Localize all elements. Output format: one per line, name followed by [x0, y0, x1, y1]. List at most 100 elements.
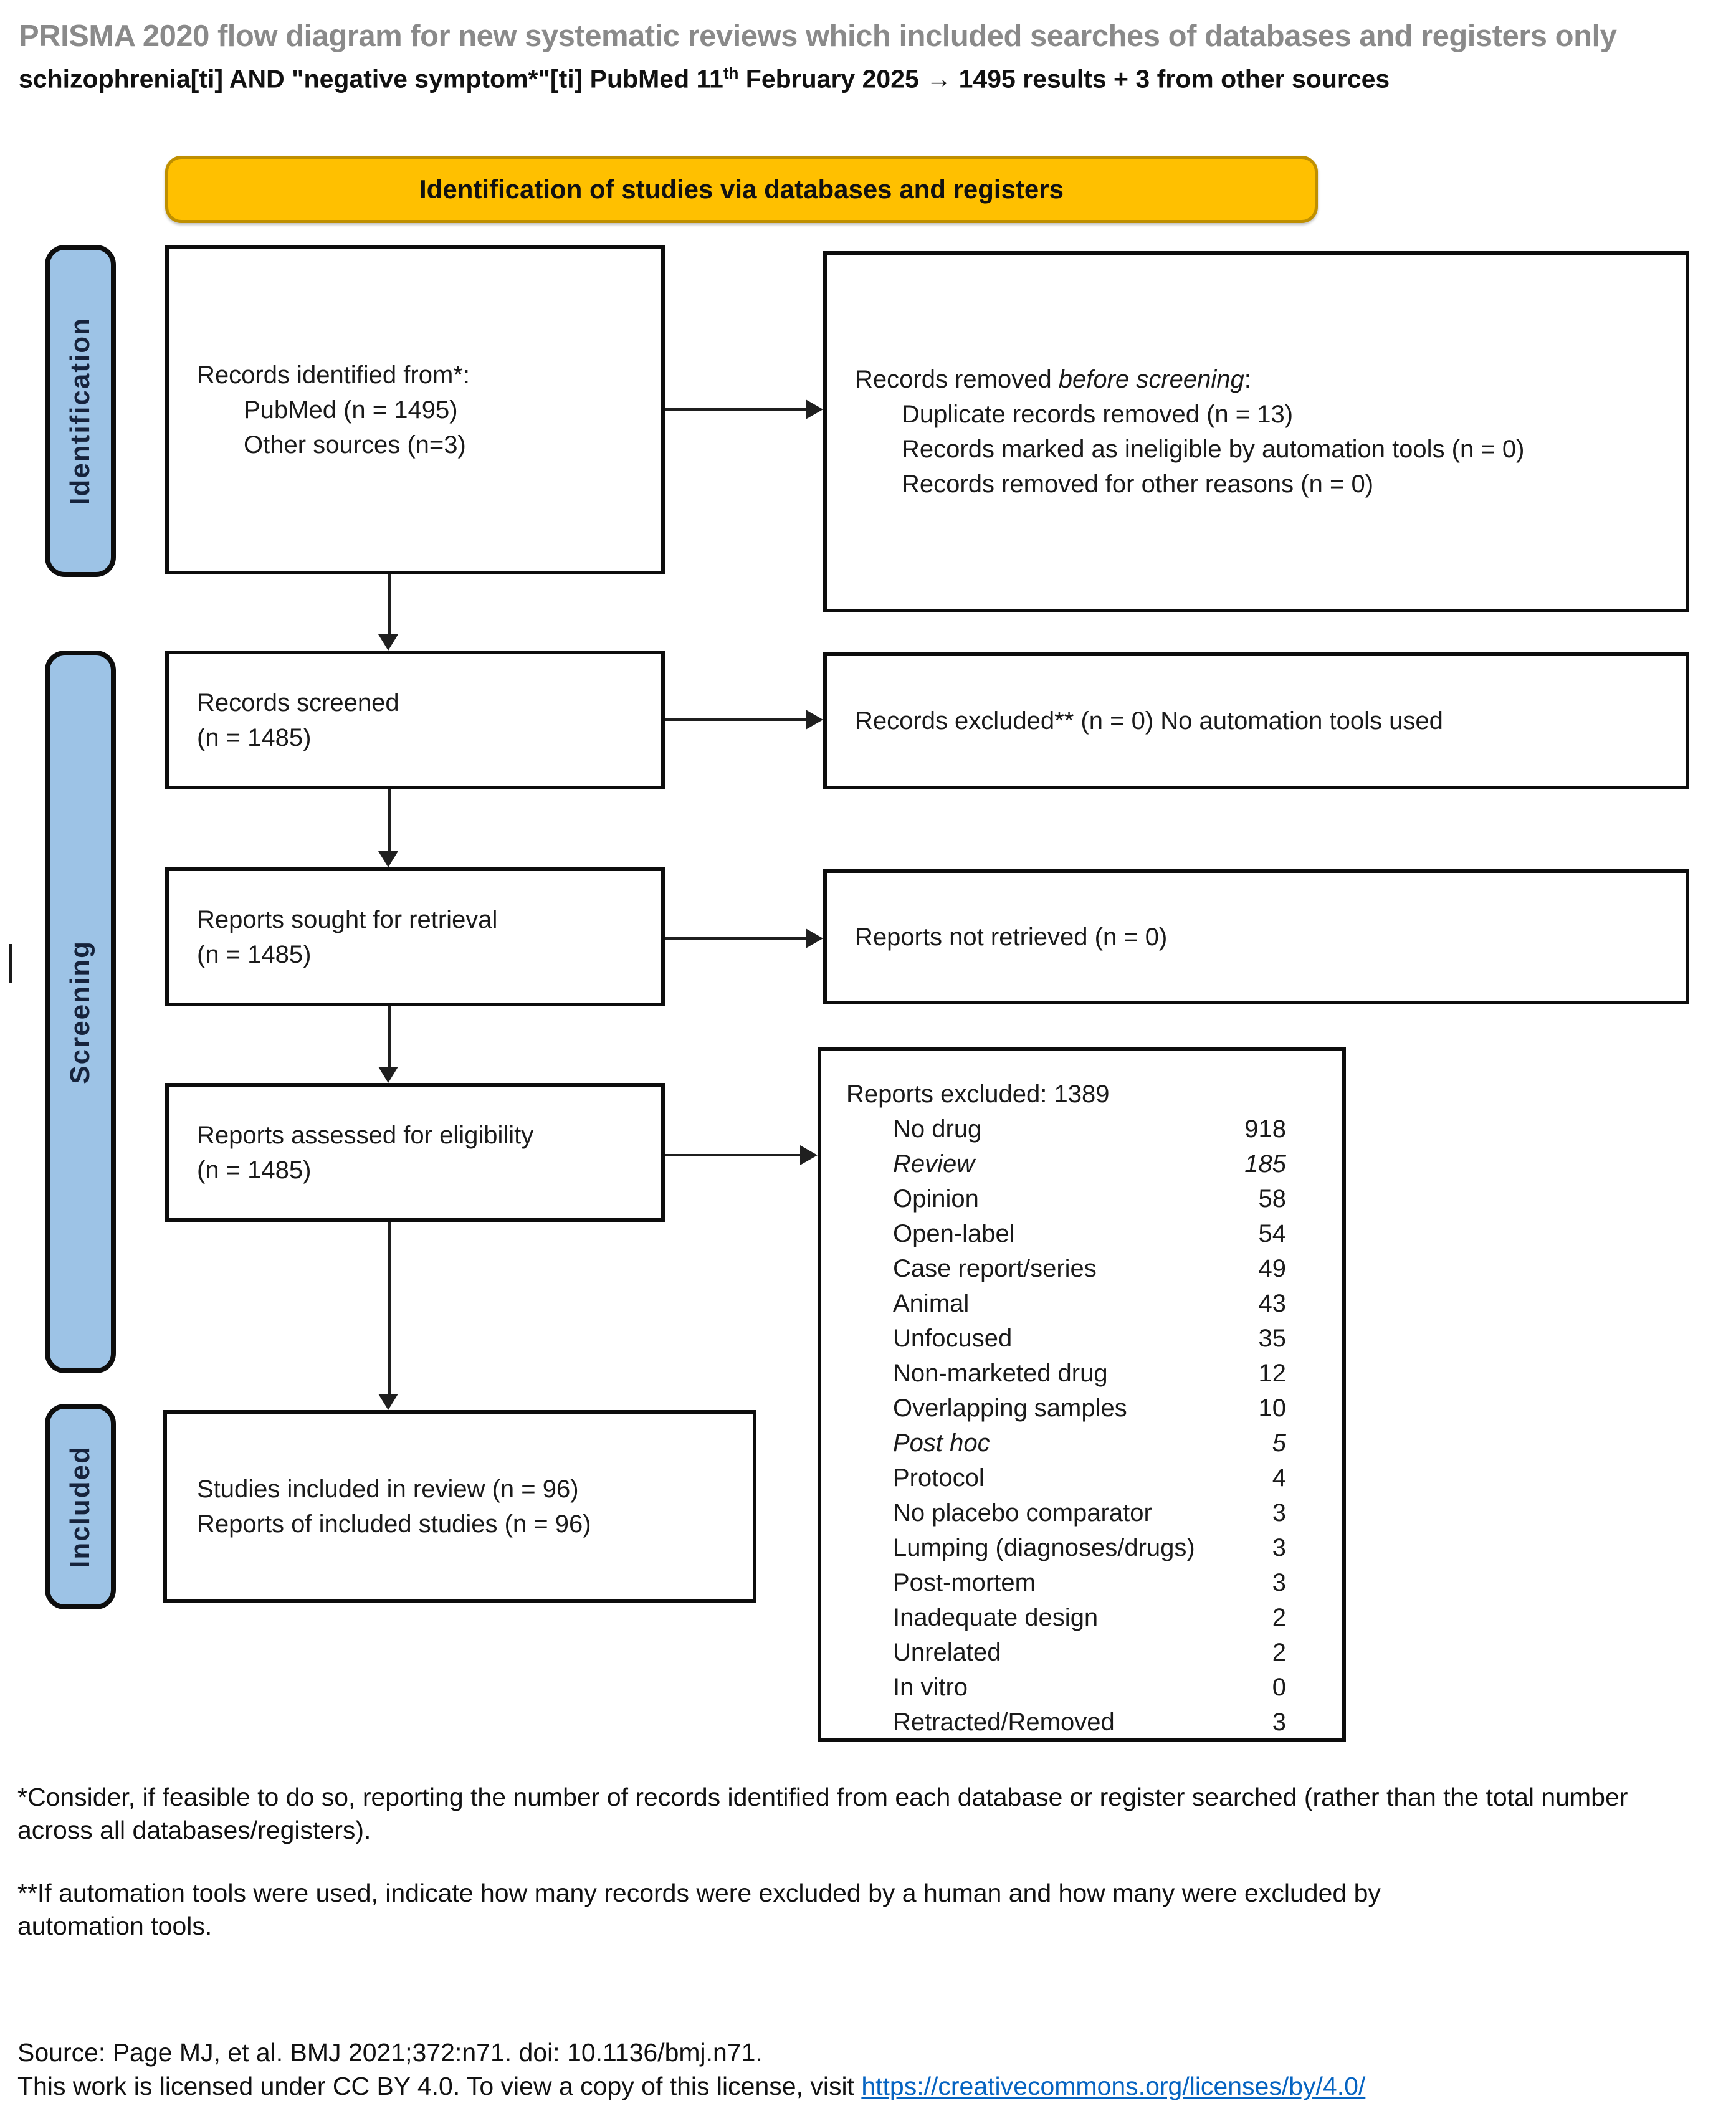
arrow-assessed-to-included	[378, 1222, 398, 1410]
excluded-item-row: Animal 43	[846, 1286, 1286, 1321]
excluded-item-row: Unfocused 35	[846, 1321, 1286, 1356]
banner-identification-of-studies: Identification of studies via databases …	[165, 156, 1318, 223]
arrow-screened-to-sought	[378, 789, 398, 867]
stage-label-screening-text: Screening	[65, 940, 95, 1084]
excluded-item-label: Lumping (diagnoses/drugs)	[893, 1534, 1195, 1561]
records-removed-line1-suffix: :	[1244, 366, 1251, 393]
arrow-identified-to-removed	[665, 399, 823, 419]
excluded-item-label: Review	[893, 1150, 975, 1178]
excluded-item-value: 10	[1258, 1394, 1287, 1422]
box-studies-included: Studies included in review (n = 96) Repo…	[163, 1410, 756, 1603]
excluded-item-label: Inadequate design	[893, 1604, 1099, 1631]
excluded-item-row: Case report/series 49	[846, 1251, 1286, 1286]
source-citation: Source: Page MJ, et al. BMJ 2021;372:n71…	[17, 2038, 763, 2067]
excluded-item-label: Unrelated	[893, 1639, 1001, 1666]
records-screened-line2: (n = 1485)	[197, 723, 312, 751]
footnote-double-asterisk: **If automation tools were used, indicat…	[17, 1879, 1381, 1940]
excluded-item-label: Post hoc	[893, 1429, 990, 1457]
stage-label-included: Included	[45, 1404, 116, 1609]
arrow-assessed-to-excluded-list	[665, 1145, 818, 1165]
box-records-screened: Records screened (n = 1485)	[165, 651, 665, 789]
stage-label-included-text: Included	[65, 1445, 95, 1568]
arrow-sought-to-assessed	[378, 1006, 398, 1083]
stage-label-identification-text: Identification	[65, 317, 95, 505]
stage-label-screening: Screening	[45, 651, 116, 1373]
excluded-item-value: 3	[1272, 1569, 1286, 1596]
excluded-item-value: 54	[1258, 1220, 1287, 1247]
records-removed-item: Records marked as ineligible by automati…	[902, 436, 1525, 463]
box-reports-assessed-for-eligibility: Reports assessed for eligibility (n = 14…	[165, 1083, 665, 1222]
excluded-item-label: Overlapping samples	[893, 1394, 1127, 1422]
subtitle-suffix: February 2025 → 1495 results + 3 from ot…	[738, 64, 1390, 93]
arrow-sought-to-not-retrieved	[665, 928, 823, 948]
records-identified-other-sources: Other sources (n=3)	[244, 431, 466, 459]
reports-not-retrieved-text: Reports not retrieved (n = 0)	[855, 923, 1168, 951]
excluded-item-label: Open-label	[893, 1220, 1015, 1247]
excluded-item-label: In vitro	[893, 1674, 968, 1701]
reports-assessed-line1: Reports assessed for eligibility	[197, 1121, 534, 1149]
license-line: This work is licensed under CC BY 4.0. T…	[17, 2070, 1725, 2103]
records-removed-line1-italic: before screening	[1058, 366, 1244, 393]
records-excluded-text: Records excluded** (n = 0) No automation…	[855, 707, 1443, 735]
records-removed-line1-prefix: Records removed	[855, 366, 1059, 393]
page-title: PRISMA 2020 flow diagram for new systema…	[19, 19, 1617, 53]
records-screened-line1: Records screened	[197, 689, 399, 717]
excluded-item-label: Unfocused	[893, 1325, 1013, 1352]
box-records-removed-before-screening: Records removed before screening: Duplic…	[823, 251, 1689, 612]
excluded-item-row: Post-mortem 3	[846, 1565, 1286, 1600]
search-query-subtitle: schizophrenia[ti] AND "negative symptom*…	[19, 64, 1726, 94]
excluded-item-row: Overlapping samples 10	[846, 1391, 1286, 1426]
excluded-item-label: Animal	[893, 1290, 970, 1317]
subtitle-prefix: schizophrenia[ti] AND "negative symptom*…	[19, 64, 723, 93]
box-records-excluded: Records excluded** (n = 0) No automation…	[823, 652, 1689, 789]
excluded-item-value: 918	[1244, 1115, 1286, 1143]
records-removed-line1: Records removed before screening:	[855, 362, 1686, 397]
excluded-item-row: Opinion 58	[846, 1181, 1286, 1216]
license-text: This work is licensed under CC BY 4.0. T…	[17, 2072, 862, 2100]
footnote-asterisk: *Consider, if feasible to do so, reporti…	[17, 1783, 1628, 1844]
arrow-identified-to-screened	[378, 574, 398, 651]
reports-assessed-line2: (n = 1485)	[197, 1156, 312, 1184]
records-identified-pubmed: PubMed (n = 1495)	[244, 396, 458, 424]
excluded-item-row: Open-label 54	[846, 1216, 1286, 1251]
license-link[interactable]: https://creativecommons.org/licenses/by/…	[861, 2072, 1366, 2100]
excluded-item-value: 2	[1272, 1639, 1286, 1666]
excluded-item-value: 49	[1258, 1255, 1287, 1282]
excluded-item-row: Lumping (diagnoses/drugs)3	[846, 1530, 1286, 1565]
studies-included-line2: Reports of included studies (n = 96)	[197, 1510, 591, 1538]
excluded-item-value: 5	[1272, 1429, 1286, 1457]
box-records-identified: Records identified from*: PubMed (n = 14…	[165, 245, 665, 574]
stage-label-identification: Identification	[45, 245, 116, 577]
reports-sought-line2: (n = 1485)	[197, 940, 312, 968]
records-removed-item: Records removed for other reasons (n = 0…	[902, 470, 1374, 498]
studies-included-line1: Studies included in review (n = 96)	[197, 1475, 579, 1503]
excluded-item-label: Case report/series	[893, 1255, 1097, 1282]
box-reports-not-retrieved: Reports not retrieved (n = 0)	[823, 869, 1689, 1004]
records-removed-item: Duplicate records removed (n = 13)	[902, 401, 1294, 428]
excluded-item-value: 35	[1258, 1325, 1287, 1352]
excluded-item-value: 43	[1258, 1290, 1287, 1317]
excluded-item-value: 58	[1258, 1185, 1287, 1213]
excluded-item-label: Non-marketed drug	[893, 1360, 1108, 1387]
records-identified-line1: Records identified from*:	[197, 361, 470, 389]
excluded-item-row: Post hoc 5	[846, 1426, 1286, 1461]
box-reports-sought-for-retrieval: Reports sought for retrieval (n = 1485)	[165, 867, 665, 1006]
arrow-screened-to-excluded	[665, 710, 823, 730]
excluded-item-label: Retracted/Removed	[893, 1709, 1115, 1736]
excluded-item-label: Post-mortem	[893, 1569, 1036, 1596]
banner-label: Identification of studies via databases …	[419, 174, 1064, 204]
records-removed-items: Duplicate records removed (n = 13) Record…	[855, 397, 1686, 502]
excluded-item-value: 3	[1272, 1499, 1286, 1527]
excluded-item-label: Opinion	[893, 1185, 979, 1213]
